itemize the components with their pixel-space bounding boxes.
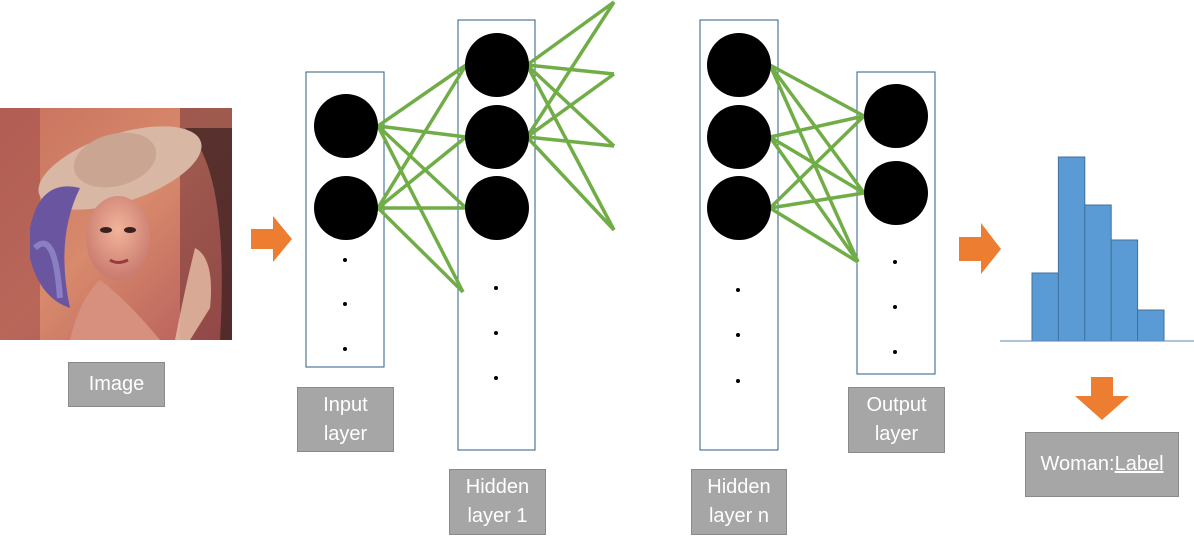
result-prefix: Woman: xyxy=(1040,453,1115,475)
hidden-layer-1-label: Hidden layer 1 xyxy=(449,469,546,535)
hiddenn-node xyxy=(707,105,771,169)
histogram-bar xyxy=(1031,272,1059,342)
hidden-layer-1-label-text: Hidden layer 1 xyxy=(465,476,530,527)
input-layer-nodes xyxy=(314,94,378,240)
output-node xyxy=(864,161,928,225)
hidden1-node xyxy=(465,176,529,240)
output-histogram xyxy=(1031,156,1165,342)
hidden-layer-n-frame xyxy=(699,19,779,451)
output-layer-frame xyxy=(856,71,936,375)
hidden-layer-1-nodes xyxy=(465,33,529,240)
output-layer-label-text: Output layer xyxy=(866,394,927,445)
arrow-output-to-histogram xyxy=(959,223,1001,274)
output-layer-nodes xyxy=(864,84,928,225)
arrow-histogram-to-label xyxy=(1075,377,1129,420)
histogram-bar xyxy=(1057,156,1086,342)
hiddenn-node xyxy=(707,176,771,240)
histogram-bar xyxy=(1110,239,1139,342)
connections-hiddenn-to-output xyxy=(768,63,866,264)
image-label-text: Image xyxy=(88,373,145,395)
input-layer-label: Input layer xyxy=(297,387,394,452)
connections-hidden1-outgoing xyxy=(525,0,616,232)
output-node xyxy=(864,84,928,148)
ellipsis-dots xyxy=(343,258,897,383)
histogram-bar xyxy=(1137,309,1165,342)
connections-input-to-hidden1 xyxy=(376,63,468,294)
histogram-bar xyxy=(1084,204,1112,342)
image-label: Image xyxy=(68,362,165,407)
input-photo xyxy=(0,108,232,340)
result-label-text: Woman:Label xyxy=(1040,450,1163,479)
hidden-layer-n-label: Hidden layer n xyxy=(691,469,787,535)
hidden1-node xyxy=(465,33,529,97)
hiddenn-node xyxy=(707,33,771,97)
arrow-image-to-input xyxy=(251,216,292,262)
input-layer-frame xyxy=(305,71,385,368)
output-layer-label: Output layer xyxy=(848,387,945,453)
input-layer-label-text: Input layer xyxy=(323,393,368,445)
hidden-layer-n-label-text: Hidden layer n xyxy=(707,476,771,527)
input-node xyxy=(314,176,378,240)
input-node xyxy=(314,94,378,158)
result-label-box: Woman:Label xyxy=(1025,432,1179,497)
hidden-layer-1-frame xyxy=(457,19,536,451)
hidden-layer-n-nodes xyxy=(707,33,771,240)
result-label-word: Label xyxy=(1114,453,1164,475)
hidden1-node xyxy=(465,105,529,169)
